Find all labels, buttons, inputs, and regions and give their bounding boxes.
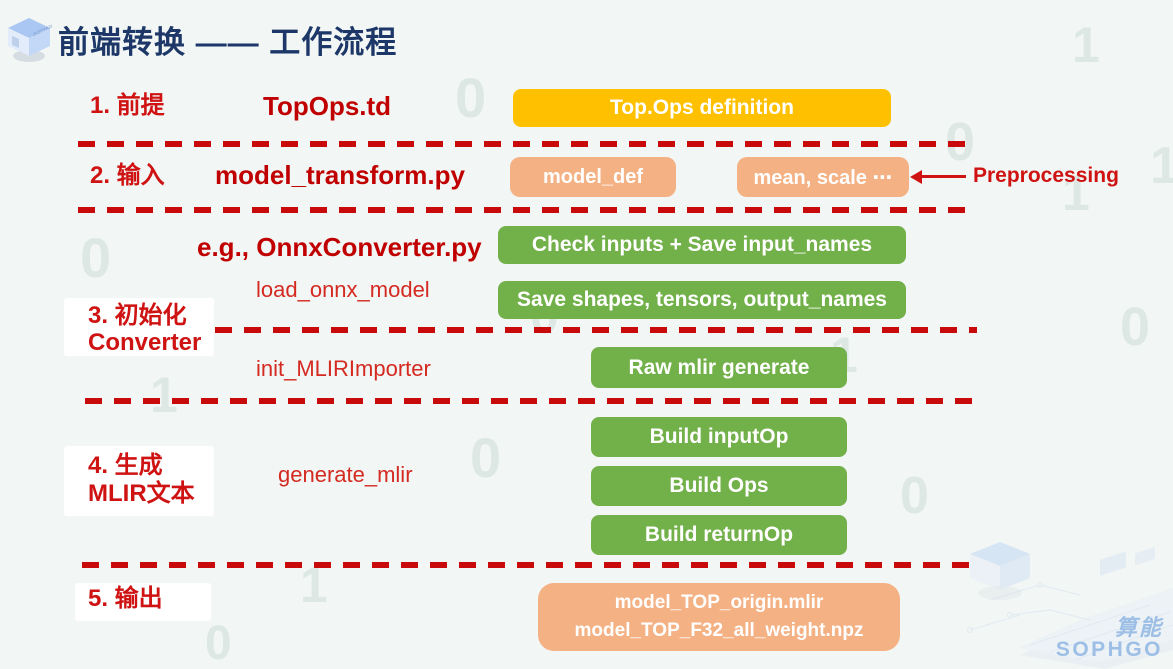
page-title: 前端转换 —— 工作流程 [58,25,398,60]
step2-label: 2. 输入 [90,162,165,189]
step3-label-bg [64,298,214,356]
step2-file: model_transform.py [215,160,465,190]
step4-label-line1: 4. 生成 [88,452,163,479]
step2-box-mean-scale: mean, scale ⋯ [737,157,909,197]
background-digit: 0 [205,617,232,669]
divider-1 [78,141,977,147]
step5-label: 5. 输出 [88,585,163,612]
background-digit: 0 [900,467,929,525]
background-digit: 1 [300,557,328,613]
preprocessing-annotation: Preprocessing [973,164,1119,187]
background-digit: 1 [150,367,178,423]
background-digit: 0 [470,426,502,489]
step1-label: 1. 前提 [90,92,165,119]
output-file-npz: model_TOP_F32_all_weight.npz [574,620,864,641]
step4-box-build-returnop: Build returnOp [591,515,847,555]
step3-label-line2: Converter [88,329,202,356]
step3-box-check-inputs: Check inputs + Save input_names [498,226,906,264]
divider-5 [82,562,975,568]
sophgo-logo-en: SOPHGO [1055,637,1163,661]
step3-fn-load-onnx-model: load_onnx_model [256,277,430,302]
divider-4 [85,398,980,404]
sophgo-logo: 算能 SOPHGO [1056,616,1163,661]
step4-label-line2: MLIR文本 [88,480,195,507]
step4-box-build-ops: Build Ops [591,466,847,506]
output-file-mlir: model_TOP_origin.mlir [614,592,824,614]
step4-fn-generate-mlir: generate_mlir [278,462,413,487]
step2-box-model-def: model_def [510,157,676,197]
step4-box-build-inputop: Build inputOp [591,417,847,457]
divider-3-partial [215,327,977,333]
step3-box-save-shapes: Save shapes, tensors, output_names [498,281,906,319]
step5-label-bg [75,583,211,621]
background-digit: 1 [1072,17,1100,73]
step5-box-outputs: model_TOP_origin.mlir model_TOP_F32_all_… [538,583,900,651]
preprocessing-arrow-line [920,175,966,178]
circuit-board-watermark [967,542,1173,669]
sophgo-logo-cn: 算能 [1114,614,1163,640]
chip-cube-icon: SOPHGO [8,18,52,62]
step3-fn-init-mlirimporter: init_MLIRImporter [256,356,431,381]
background-digit: 1 [1062,165,1090,221]
background-digit: 1 [1150,137,1173,195]
background-digit: 0 [80,226,112,289]
step3-box-raw-mlir-generate: Raw mlir generate [591,347,847,388]
step1-box-topops-definition: Top.Ops definition [513,89,891,127]
step3-label-line1: 3. 初始化 [88,302,187,329]
background-digit: 0 [455,66,487,129]
step3-example-file: e.g., OnnxConverter.py [197,232,482,262]
step1-file: TopOps.td [263,91,392,121]
preprocessing-arrow-icon [910,170,922,184]
step4-label-bg [64,446,214,516]
divider-2 [78,207,977,213]
background-digit: 0 [1120,297,1151,357]
